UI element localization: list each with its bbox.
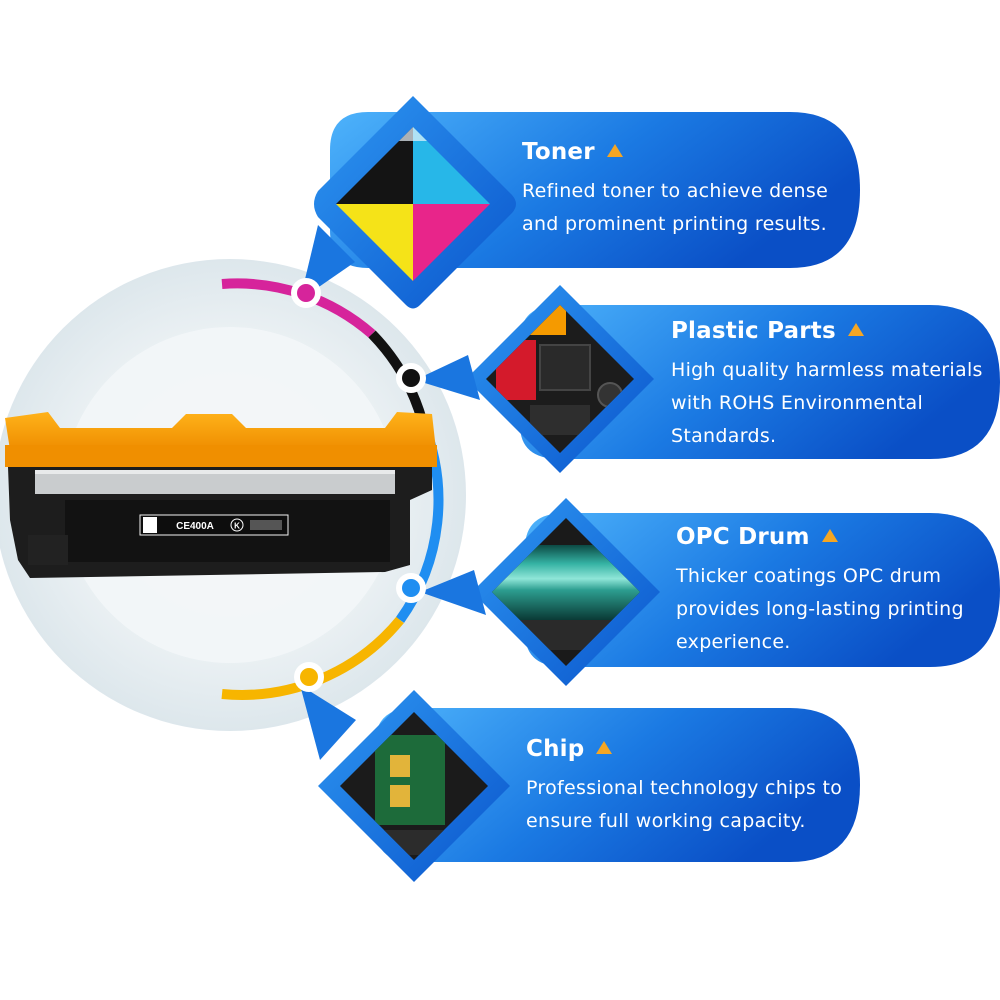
feature-line: Thicker coatings OPC drum <box>676 565 942 587</box>
feature-line: Standards. <box>671 425 777 447</box>
triangle-up-icon <box>847 323 864 336</box>
feature-line: ensure full working capacity. <box>526 810 806 832</box>
feature-text-opc-drum: OPC Drum Thicker coatings OPC drum provi… <box>676 522 964 659</box>
feature-description: Refined toner to achieve dense and promi… <box>522 175 828 241</box>
feature-description: Thicker coatings OPC drum provides long-… <box>676 560 964 659</box>
feature-title-text: Toner <box>522 139 595 165</box>
triangle-up-icon <box>821 529 838 542</box>
feature-description: Professional technology chips to ensure … <box>526 772 842 838</box>
feature-text-chip: Chip Professional technology chips to en… <box>526 734 842 838</box>
feature-title-text: Plastic Parts <box>671 318 836 344</box>
feature-title-text: OPC Drum <box>676 524 810 550</box>
feature-line: provides long-lasting printing <box>676 598 964 620</box>
feature-line: High quality harmless materials <box>671 359 983 381</box>
cartridge-color-code: K <box>234 522 240 531</box>
triangle-up-icon <box>596 741 613 754</box>
feature-description: High quality harmless materials with ROH… <box>671 354 983 453</box>
feature-panel-plastic-parts <box>396 285 1000 473</box>
feature-title: Plastic Parts <box>671 316 983 346</box>
feature-title-text: Chip <box>526 736 585 762</box>
feature-line: Professional technology chips to <box>526 777 843 799</box>
feature-text-toner: Toner Refined toner to achieve dense and… <box>522 137 828 241</box>
feature-panel-toner <box>291 96 860 309</box>
feature-title: Toner <box>522 137 828 167</box>
cartridge-model-label: CE400A <box>176 521 214 532</box>
feature-text-plastic-parts: Plastic Parts High quality harmless mate… <box>671 316 983 453</box>
feature-line: experience. <box>676 631 791 653</box>
feature-line: and prominent printing results. <box>522 213 827 235</box>
feature-title: OPC Drum <box>676 522 964 552</box>
toner-cartridge-image: CE400A K <box>5 412 437 578</box>
triangle-up-icon <box>606 144 623 157</box>
feature-line: Refined toner to achieve dense <box>522 180 829 202</box>
feature-title: Chip <box>526 734 842 764</box>
feature-line: with ROHS Environmental <box>671 392 924 414</box>
